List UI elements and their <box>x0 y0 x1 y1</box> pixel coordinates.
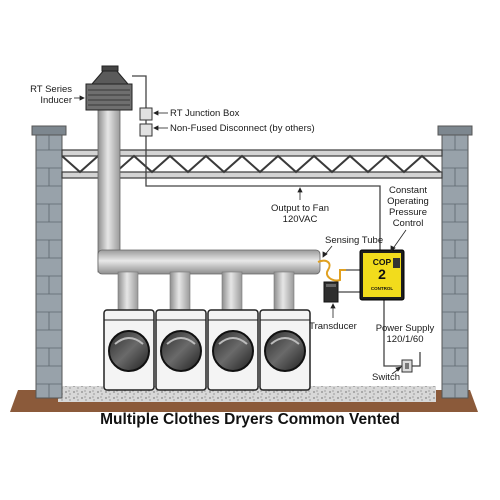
sensing-tube <box>317 259 346 282</box>
label-junction-box: RT Junction Box <box>170 108 240 119</box>
label-sensing-tube: Sensing Tube <box>325 235 383 246</box>
dryer-4 <box>259 309 311 391</box>
dryer-2 <box>155 309 207 391</box>
controller-line2: 2 <box>378 266 386 282</box>
switch-feed-wire <box>410 352 421 367</box>
label-inducer-2: Inducer <box>40 95 72 106</box>
labels: RT Series Inducer RT Junction Box Non-Fu… <box>30 84 434 383</box>
label-inducer-1: RT Series <box>30 84 72 95</box>
controller-line1: COP <box>373 257 392 267</box>
label-operating: Operating <box>387 196 429 207</box>
right-masonry-wall <box>437 125 473 399</box>
non-fused-disconnect <box>139 123 153 137</box>
dryer-3 <box>207 309 259 391</box>
dryer-1 <box>103 309 155 391</box>
label-power-supply-1: Power Supply <box>376 323 435 334</box>
cop2-pressure-controller: COP 2 CONTROL <box>359 249 405 301</box>
label-power-supply-2: 120/1/60 <box>387 334 424 345</box>
controller-line3: CONTROL <box>371 286 393 291</box>
wiring <box>132 75 421 367</box>
inducer-wire <box>132 75 147 108</box>
power-supply-wire <box>383 300 404 367</box>
roof-truss <box>61 149 443 179</box>
label-transducer: Transducer <box>309 321 357 332</box>
label-switch: Switch <box>372 372 400 383</box>
transducer <box>323 281 360 303</box>
switch-box <box>401 359 413 373</box>
left-masonry-wall <box>31 125 67 399</box>
label-disconnect: Non-Fused Disconnect (by others) <box>170 123 315 134</box>
rt-junction-box <box>139 107 153 121</box>
label-control: Control <box>393 218 424 229</box>
label-output-fan-2: 120VAC <box>283 214 318 225</box>
label-output-fan-1: Output to Fan <box>271 203 329 214</box>
rt-series-inducer <box>85 65 133 111</box>
label-pressure: Pressure <box>389 207 427 218</box>
dryer-drop-ducts <box>117 271 295 313</box>
diagram-caption: Multiple Clothes Dryers Common Vented <box>100 411 400 428</box>
dryer-bank <box>103 309 311 391</box>
leader-arrows <box>74 95 407 375</box>
common-vent-header <box>97 249 321 275</box>
label-constant: Constant <box>389 185 427 196</box>
vertical-exhaust-duct <box>97 109 121 273</box>
fan-output-wire <box>145 136 381 250</box>
controller-display <box>393 258 400 268</box>
